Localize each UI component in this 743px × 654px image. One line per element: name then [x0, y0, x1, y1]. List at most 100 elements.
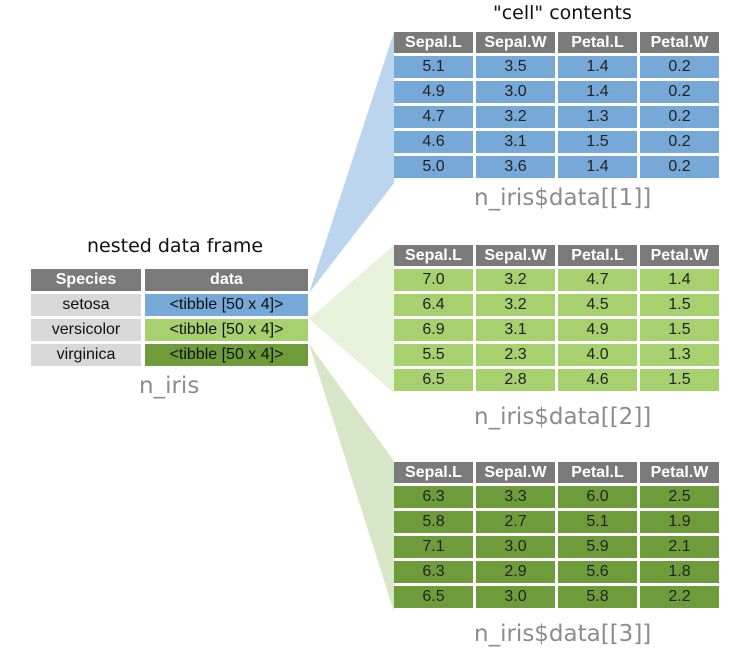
table-cell: 6.3: [394, 561, 473, 583]
col-header: Petal.W: [640, 245, 719, 266]
data-cell: <tibble [50 x 4]>: [145, 294, 308, 316]
table-cell: 1.9: [640, 511, 719, 533]
table-cell: 1.3: [640, 344, 719, 366]
table-cell: 0.2: [640, 106, 719, 128]
nested-frame-caption: n_iris: [139, 373, 200, 399]
species-cell: virginica: [31, 344, 141, 366]
table-cell: 3.2: [476, 294, 555, 316]
table-row: 6.5 3.0 5.8 2.2: [394, 586, 719, 608]
table-cell: 0.2: [640, 131, 719, 153]
table-cell: 1.4: [558, 81, 637, 103]
header-row: Sepal.L Sepal.W Petal.L Petal.W: [394, 245, 719, 266]
table-row: 5.0 3.6 1.4 0.2: [394, 156, 719, 178]
table-row: 4.7 3.2 1.3 0.2: [394, 106, 719, 128]
table-cell: 1.4: [640, 269, 719, 291]
table-row: 4.6 3.1 1.5 0.2: [394, 131, 719, 153]
table-cell: 6.0: [558, 486, 637, 508]
wedge-virginica: [309, 344, 394, 612]
cell-table-3: Sepal.L Sepal.W Petal.L Petal.W 6.3 3.3 …: [391, 459, 722, 611]
table-cell: 4.9: [558, 319, 637, 341]
table-cell: 3.5: [476, 56, 555, 78]
table-row: 5.5 2.3 4.0 1.3: [394, 344, 719, 366]
wedge-setosa: [309, 32, 394, 293]
nested-row-setosa: setosa <tibble [50 x 4]>: [31, 294, 308, 316]
table-cell: 3.0: [476, 586, 555, 608]
table-cell: 5.1: [558, 511, 637, 533]
table-cell: 5.8: [394, 511, 473, 533]
col-header: Petal.L: [558, 245, 637, 266]
table-cell: 4.6: [394, 131, 473, 153]
table-row: 7.1 3.0 5.9 2.1: [394, 536, 719, 558]
table-cell: 6.5: [394, 586, 473, 608]
col-header: Petal.W: [640, 462, 719, 483]
table-cell: 3.0: [476, 536, 555, 558]
table-row: 6.3 3.3 6.0 2.5: [394, 486, 719, 508]
table-cell: 4.9: [394, 81, 473, 103]
table-cell: 3.6: [476, 156, 555, 178]
table-cell: 4.5: [558, 294, 637, 316]
table-cell: 1.4: [558, 56, 637, 78]
table-cell: 1.5: [640, 319, 719, 341]
col-header: Sepal.W: [476, 462, 555, 483]
table-cell: 5.6: [558, 561, 637, 583]
table-cell: 4.6: [558, 369, 637, 391]
table-cell: 5.5: [394, 344, 473, 366]
table-cell: 7.1: [394, 536, 473, 558]
table-cell: 2.9: [476, 561, 555, 583]
table-row: 7.0 3.2 4.7 1.4: [394, 269, 719, 291]
table-cell: 1.8: [640, 561, 719, 583]
table-cell: 3.2: [476, 269, 555, 291]
cell-table-1-caption: n_iris$data[[1]]: [474, 185, 652, 211]
data-cell: <tibble [50 x 4]>: [145, 319, 308, 341]
table-cell: 1.5: [640, 294, 719, 316]
col-header: Sepal.L: [394, 462, 473, 483]
table-cell: 2.5: [640, 486, 719, 508]
table-cell: 2.3: [476, 344, 555, 366]
col-header: Sepal.L: [394, 32, 473, 53]
table-row: 5.8 2.7 5.1 1.9: [394, 511, 719, 533]
nested-row-virginica: virginica <tibble [50 x 4]>: [31, 344, 308, 366]
table-cell: 6.3: [394, 486, 473, 508]
table-cell: 3.1: [476, 131, 555, 153]
table-cell: 1.3: [558, 106, 637, 128]
table-cell: 0.2: [640, 156, 719, 178]
table-cell: 2.1: [640, 536, 719, 558]
table-cell: 0.2: [640, 81, 719, 103]
nested-header-row: Species data: [31, 269, 308, 294]
table-cell: 3.3: [476, 486, 555, 508]
table-cell: 4.0: [558, 344, 637, 366]
species-cell: versicolor: [31, 319, 141, 341]
header-row: Sepal.L Sepal.W Petal.L Petal.W: [394, 32, 719, 53]
col-header: Sepal.W: [476, 245, 555, 266]
table-cell: 6.9: [394, 319, 473, 341]
col-header: Petal.L: [558, 32, 637, 53]
table-cell: 5.0: [394, 156, 473, 178]
cell-table-1: Sepal.L Sepal.W Petal.L Petal.W 5.1 3.5 …: [391, 29, 722, 181]
table-cell: 3.1: [476, 319, 555, 341]
table-cell: 5.8: [558, 586, 637, 608]
table-cell: 0.2: [640, 56, 719, 78]
cell-table-2-caption: n_iris$data[[2]]: [474, 404, 652, 430]
table-cell: 1.4: [558, 156, 637, 178]
table-cell: 1.5: [558, 131, 637, 153]
table-cell: 4.7: [558, 269, 637, 291]
table-row: 6.3 2.9 5.6 1.8: [394, 561, 719, 583]
nested-data-frame: Species data setosa <tibble [50 x 4]> ve…: [27, 269, 312, 366]
table-row: 6.9 3.1 4.9 1.5: [394, 319, 719, 341]
table-cell: 6.5: [394, 369, 473, 391]
table-cell: 3.0: [476, 81, 555, 103]
species-header: Species: [31, 269, 141, 294]
table-cell: 5.1: [394, 56, 473, 78]
nested-frame-title: nested data frame: [87, 235, 264, 257]
table-cell: 2.8: [476, 369, 555, 391]
table-cell: 2.7: [476, 511, 555, 533]
table-row: 4.9 3.0 1.4 0.2: [394, 81, 719, 103]
table-cell: 4.7: [394, 106, 473, 128]
col-header: Sepal.W: [476, 32, 555, 53]
table-row: 5.1 3.5 1.4 0.2: [394, 56, 719, 78]
species-cell: setosa: [31, 294, 141, 316]
table-row: 6.5 2.8 4.6 1.5: [394, 369, 719, 391]
col-header: Petal.W: [640, 32, 719, 53]
header-row: Sepal.L Sepal.W Petal.L Petal.W: [394, 462, 719, 483]
